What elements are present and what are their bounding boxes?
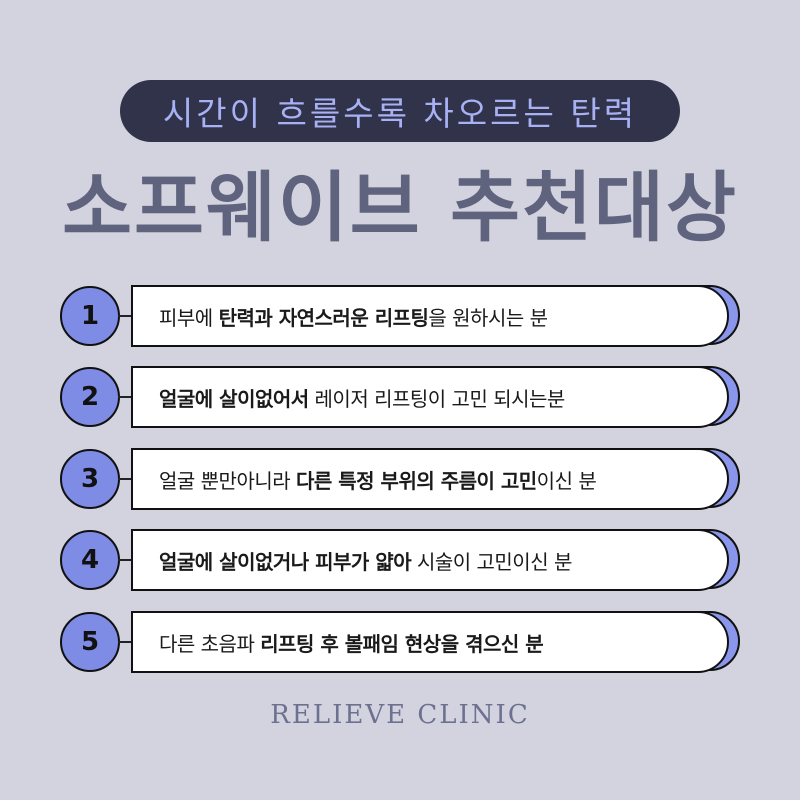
list-item: 3 얼굴 뿐만아니라 다른 특정 부위의 주름이 고민이신 분 [0, 448, 800, 510]
number-badge: 5 [60, 612, 120, 672]
list-item: 1 피부에 탄력과 자연스러운 리프팅을 원하시는 분 [0, 285, 800, 347]
item-card: 얼굴 뿐만아니라 다른 특정 부위의 주름이 고민이신 분 [131, 448, 729, 510]
connector-line [118, 396, 132, 398]
brand-logo-text: RELIEVE CLINIC [270, 700, 530, 730]
number-badge: 1 [60, 286, 120, 346]
item-text: 얼굴 뿐만아니라 다른 특정 부위의 주름이 고민이신 분 [159, 468, 597, 493]
page-title: 소프웨이브 추천대상 [62, 163, 738, 252]
item-card: 피부에 탄력과 자연스러운 리프팅을 원하시는 분 [131, 285, 729, 347]
list-item: 2 얼굴에 살이없어서 레이저 리프팅이 고민 되시는분 [0, 366, 800, 428]
item-text: 얼굴에 살이없거나 피부가 얇아 시술이 고민이신 분 [159, 549, 572, 574]
list-item: 5 다른 초음파 리프팅 후 볼패임 현상을 겪으신 분 [0, 611, 800, 673]
connector-line [118, 315, 132, 317]
list-item: 4 얼굴에 살이없거나 피부가 얇아 시술이 고민이신 분 [0, 529, 800, 591]
connector-line [118, 559, 132, 561]
item-card: 얼굴에 살이없어서 레이저 리프팅이 고민 되시는분 [131, 366, 729, 428]
item-card: 다른 초음파 리프팅 후 볼패임 현상을 겪으신 분 [131, 611, 729, 673]
number-badge: 2 [60, 367, 120, 427]
item-card: 얼굴에 살이없거나 피부가 얇아 시술이 고민이신 분 [131, 529, 729, 591]
item-text: 다른 초음파 리프팅 후 볼패임 현상을 겪으신 분 [159, 631, 544, 656]
subtitle-pill: 시간이 흐를수록 차오르는 탄력 [120, 80, 680, 142]
number-badge: 3 [60, 449, 120, 509]
item-text: 피부에 탄력과 자연스러운 리프팅을 원하시는 분 [159, 305, 548, 330]
subtitle-text: 시간이 흐를수록 차오르는 탄력 [162, 94, 638, 133]
item-text: 얼굴에 살이없어서 레이저 리프팅이 고민 되시는분 [159, 386, 565, 411]
connector-line [118, 478, 132, 480]
number-badge: 4 [60, 530, 120, 590]
connector-line [118, 641, 132, 643]
